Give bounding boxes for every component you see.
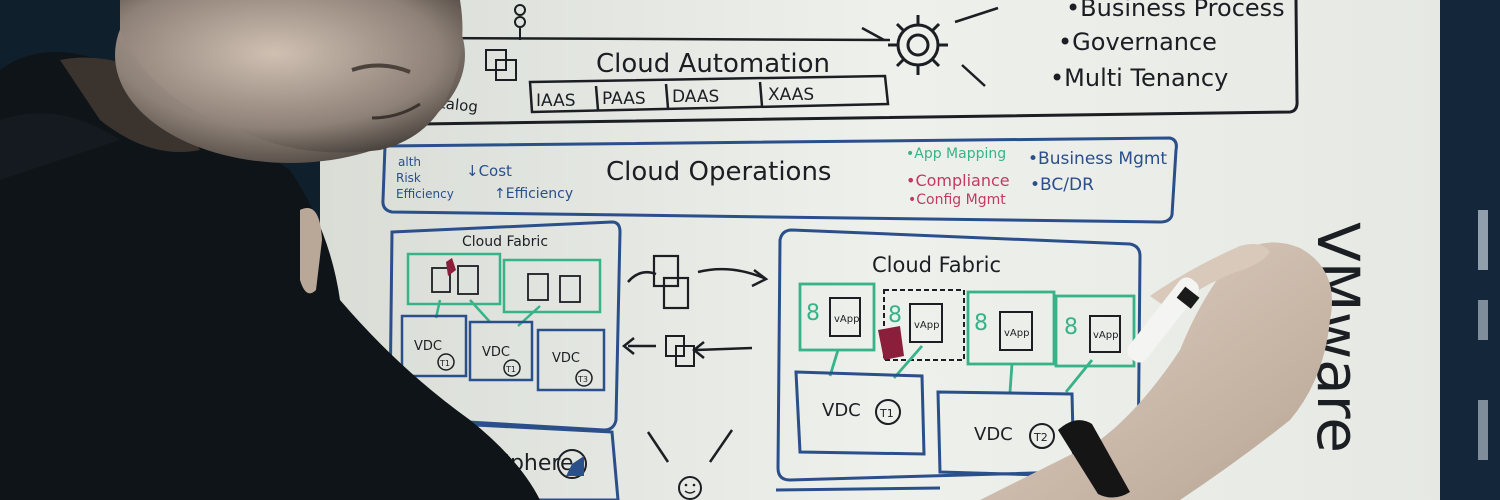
sync-icon-top <box>652 254 680 288</box>
list-business-process: •Business Process <box>1066 0 1285 22</box>
right-banner <box>1440 0 1500 500</box>
wristwatch <box>1058 420 1130 498</box>
presenter <box>0 0 540 500</box>
fabric-left-vdc-1: VDC <box>414 339 442 354</box>
service-iaas: IAAS <box>536 91 576 111</box>
fabric-right-vapp-1: vApp <box>834 314 859 325</box>
svg-text:8: 8 <box>1064 315 1078 340</box>
smiley-icon <box>678 476 702 500</box>
red-marker-fill <box>878 326 904 360</box>
list-governance: •Governance <box>1058 28 1217 56</box>
operations-box <box>381 136 1178 224</box>
operations-title: Cloud Operations <box>606 157 831 187</box>
ops-note-bcdr: •BC/DR <box>1030 175 1094 195</box>
fabric-right-vapp-2: vApp <box>914 320 939 331</box>
svg-text:8: 8 <box>888 303 902 328</box>
gear-icon <box>888 15 948 75</box>
ops-note-cost: ↓Cost <box>466 162 512 180</box>
service-paas: PAAS <box>602 89 646 109</box>
list-multi-tenancy: •Multi Tenancy <box>1050 64 1228 92</box>
fabric-right-tag-1: T1 <box>879 407 894 420</box>
fabric-left-tag-3: T3 <box>577 375 588 384</box>
ops-note-business-mgmt: •Business Mgmt <box>1028 149 1167 169</box>
fabric-left-tag-2: T1 <box>505 365 516 374</box>
ops-note-health: alth <box>398 155 421 169</box>
fabric-left-title: Cloud Fabric <box>462 234 548 250</box>
fabric-left-tag-1: T1 <box>439 359 450 368</box>
ops-note-efficiency: Efficiency <box>396 187 454 201</box>
services-row-box <box>528 74 890 114</box>
fabric-right-vapp-4: vApp <box>1093 330 1118 341</box>
fabric-right-vdc-2: VDC <box>974 424 1013 445</box>
automation-title: Cloud Automation <box>596 49 830 79</box>
fabric-right-vapp-3: vApp <box>1004 328 1029 339</box>
service-xaas: XAAS <box>768 85 814 105</box>
svg-text:8: 8 <box>806 301 820 326</box>
svg-text:8: 8 <box>974 311 988 336</box>
fabric-right-tag-2: T2 <box>1033 431 1048 444</box>
ops-note-risk: Risk <box>396 171 421 185</box>
ops-note-compliance: •Compliance <box>906 171 1010 190</box>
fabric-right-vdc-1: VDC <box>822 400 861 421</box>
ops-note-config-mgmt: •Config Mgmt <box>908 192 1006 208</box>
service-daas: DAAS <box>672 87 719 107</box>
ops-note-app-mapping: •App Mapping <box>906 146 1006 162</box>
ops-note-cost-efficiency: ↑Efficiency <box>494 186 573 202</box>
writing-hand <box>980 242 1332 500</box>
fabric-left-vdc-3: VDC <box>552 351 580 366</box>
fabric-left-vdc-2: VDC <box>482 345 510 360</box>
sphere-icon <box>557 449 587 479</box>
fabric-right-box <box>776 228 1142 482</box>
fabric-right-title: Cloud Fabric <box>872 253 1001 277</box>
